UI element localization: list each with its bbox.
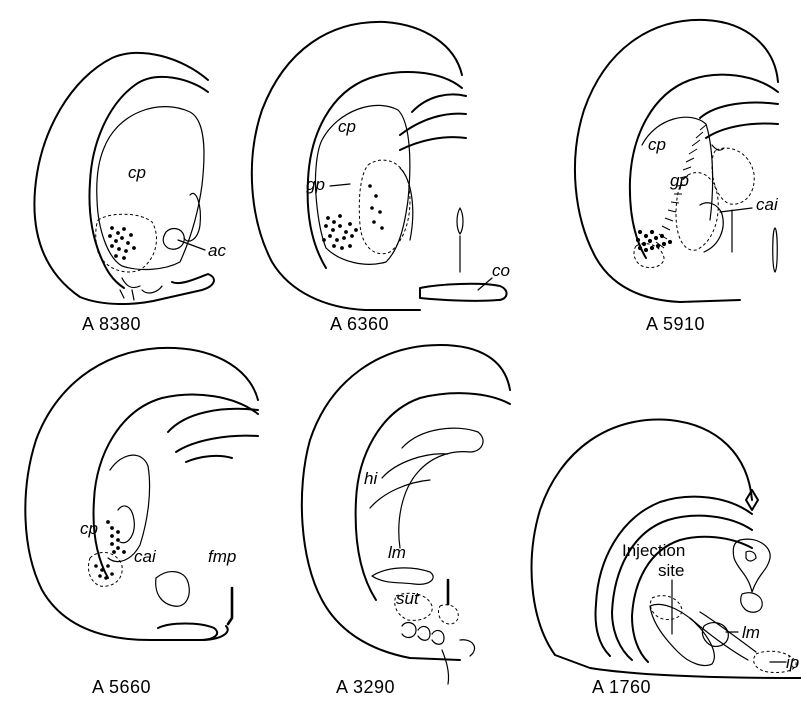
- label-ac: ac: [208, 241, 226, 260]
- caption-a3290: A 3290: [336, 677, 395, 697]
- section-a8380-ac-outline: [163, 229, 184, 250]
- section-a8380: cp ac A 8380: [34, 53, 226, 334]
- label-gp: gp: [670, 171, 689, 190]
- section-a8380-ventricle: [184, 193, 200, 241]
- label-ip: ip: [786, 653, 799, 672]
- label-cp: cp: [128, 163, 146, 182]
- section-a3290-base: [442, 640, 475, 684]
- label-lm: lm: [742, 623, 760, 642]
- section-a3290-cortex-inner: [356, 393, 510, 600]
- section-a3290-hippocampus-inner: [370, 454, 448, 508]
- section-a1760-white-matter: [612, 516, 752, 662]
- label-gp: gp: [306, 175, 325, 194]
- section-a8380-labeled-cells: [108, 226, 136, 260]
- section-a3290-lm-body: [372, 568, 433, 584]
- section-a5660-cai-region: [118, 506, 134, 543]
- label-co: co: [492, 261, 510, 280]
- label-injection-line1: Injection: [622, 541, 685, 560]
- label-hi: hi: [364, 469, 378, 488]
- label-cp: cp: [648, 135, 666, 154]
- label-fmp: fmp: [208, 547, 236, 566]
- section-a6360: cp gp co A 6360: [252, 22, 510, 334]
- section-a5910-cai-dashed: [712, 148, 754, 204]
- section-a6360-cortex-inner: [308, 72, 462, 268]
- caption-a6360: A 6360: [330, 314, 389, 334]
- section-a1760-injection-site: [650, 604, 714, 665]
- section-a6360-gp-leader: [330, 184, 350, 186]
- caption-a5910: A 5910: [646, 314, 705, 334]
- section-a6360-midline-slit: [457, 208, 463, 272]
- section-a6360-co-bundle: [420, 284, 507, 301]
- section-a3290-dashed-nucleus: [439, 605, 459, 624]
- section-a3290-hippocampus: [399, 428, 483, 548]
- section-a5660-outline: [25, 348, 258, 640]
- section-a5660-fmp-body: [156, 572, 190, 607]
- section-a8380-base: [120, 278, 162, 300]
- label-cai: cai: [756, 195, 779, 214]
- section-a5660-corpus-callosum: [168, 409, 258, 462]
- section-a6360-striatum: [315, 105, 409, 264]
- section-a5910-corpus-callosum: [700, 103, 778, 138]
- caption-a1760: A 1760: [592, 677, 651, 697]
- section-a1760-dashed-zone: [650, 596, 682, 620]
- caption-a5660: A 5660: [92, 677, 151, 697]
- section-a6360-internal-capsule: [400, 168, 413, 240]
- section-a5660-dashed-zone: [88, 552, 122, 586]
- section-a3290-ventral-lobes: [402, 623, 444, 645]
- label-sut: sut: [396, 589, 420, 608]
- label-cp: cp: [80, 519, 98, 538]
- section-a1760-right-lobe: [741, 593, 763, 613]
- section-a5660: cp cai fmp A 5660: [25, 348, 258, 697]
- section-a5660-labeled-cells: [94, 520, 126, 580]
- section-a5910-labeled-cells: [636, 230, 672, 252]
- label-lm: lm: [388, 543, 406, 562]
- section-a6360-outline: [252, 22, 462, 310]
- section-a5660-fmp-line: [228, 588, 232, 624]
- section-a5910-cai-leader: [720, 208, 752, 212]
- section-a5660-ventral-bundle: [158, 624, 217, 641]
- label-injection-line2: site: [658, 561, 684, 580]
- section-a5910-outline: [575, 20, 778, 302]
- caption-a8380: A 8380: [82, 314, 141, 334]
- section-a3290-outline: [302, 345, 510, 660]
- label-cai: cai: [134, 547, 157, 566]
- section-a6360-labeled-cells: [322, 184, 384, 250]
- label-cp: cp: [338, 117, 356, 136]
- section-a6360-corpus-callosum: [400, 94, 466, 150]
- section-a5910: cp gp cai A 5910: [575, 20, 779, 334]
- section-a1760-lm-body: [702, 623, 728, 647]
- section-a1760: Injection site lm ip A 1760: [532, 420, 801, 697]
- section-a6360-gp-dashed: [359, 160, 410, 254]
- section-a3290: hi lm sut A 3290: [302, 345, 510, 697]
